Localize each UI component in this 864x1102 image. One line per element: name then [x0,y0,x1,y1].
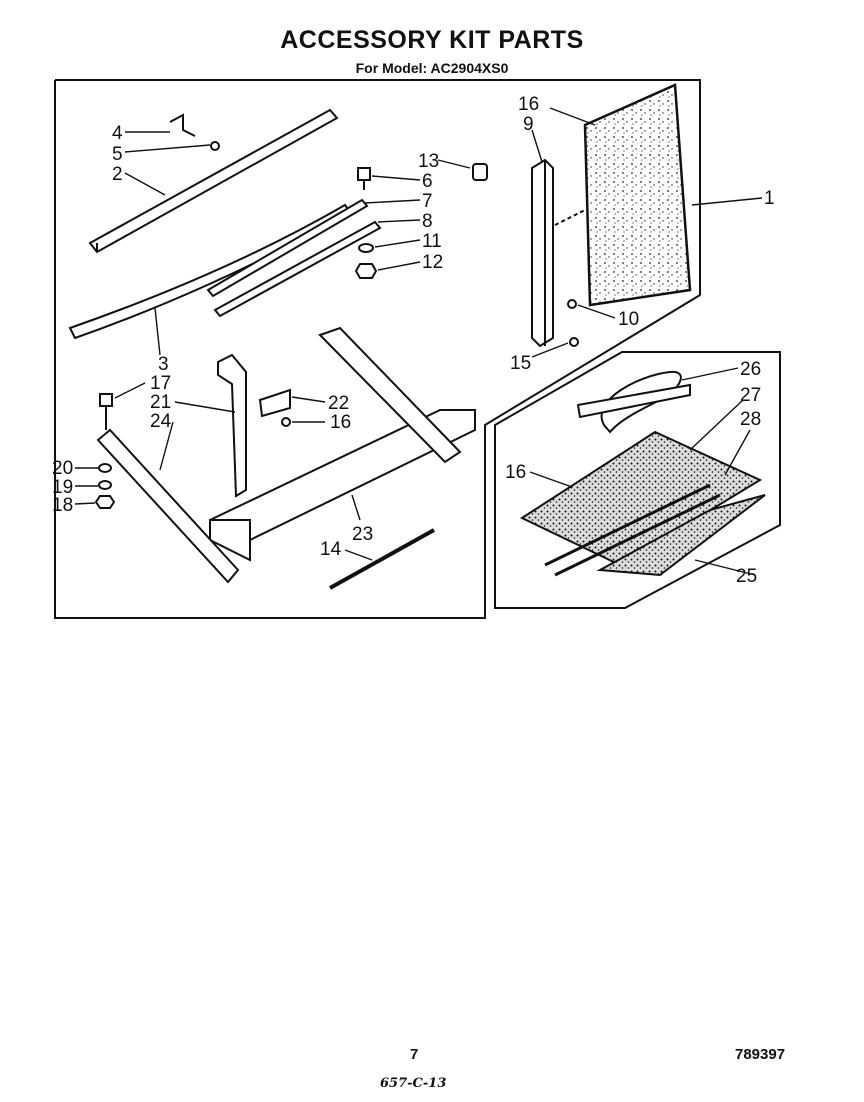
part-2-bar [88,108,339,254]
part-25-side-arm [96,428,240,584]
callout-12: 12 [422,252,443,273]
model-subtitle: For Model: AC2904XS0 [355,60,509,76]
callout-6: 6 [422,171,433,192]
callout-20: 19 [52,477,73,498]
part-8-strip [213,220,382,318]
callout-27: 26 [740,359,761,380]
part-21-washer [98,463,112,473]
callout-4: 4 [112,123,123,144]
part-20-washer [98,480,112,490]
part-19-nut [94,495,116,509]
callout-21: 20 [52,458,73,479]
part-16-panel [583,83,692,307]
callout-26: 25 [736,566,757,587]
part-24-side-arm [318,326,462,464]
part-23-clip [258,388,291,418]
callout-3: 3 [158,354,169,375]
callout-5: 5 [112,144,123,165]
callout-11: 11 [422,231,442,252]
callout-16a: 16 [518,94,539,115]
callout-24: 23 [352,524,373,545]
callout-17: 16 [330,412,351,433]
document-number: 789397 [735,1046,786,1063]
callout-19: 18 [52,495,73,516]
part-5-screw [210,141,220,151]
callout-7: 7 [422,191,433,212]
part-28-filter [519,430,763,567]
part-4-bracket [169,113,196,137]
callout-10: 10 [618,309,639,330]
callout-8: 8 [422,211,433,232]
part-11-washer [358,243,374,253]
filter-kit-border [494,351,781,609]
part-12-nut [354,263,378,279]
callout-9: 9 [523,114,534,135]
callout-18: 17 [150,373,171,394]
callout-1: 1 [764,188,775,209]
part-15-screw [569,337,579,347]
callout-16b: 16 [505,462,526,483]
part-14-rod [329,528,435,590]
callout-23: 22 [328,393,349,414]
main-kit-border [54,79,701,619]
callout-2: 2 [112,164,123,185]
part-17-screw [281,417,291,427]
part-27-strip [576,383,691,419]
part-6-screw [357,167,371,181]
callout-29: 28 [740,409,761,430]
callout-14: 14 [320,539,342,560]
page-title: ACCESSORY KIT PARTS [280,26,584,54]
part-18-bolt [99,393,113,407]
callout-28: 27 [740,385,761,406]
callout-15: 15 [510,353,531,374]
part-3-channel [68,203,352,340]
part-10-screw [567,299,577,309]
callout-13: 13 [418,151,439,172]
handwritten-note: 657-C-13 [380,1076,447,1091]
part-22-bracket [217,353,247,498]
callout-25: 24 [150,411,172,432]
page-number: 7 [410,1046,419,1063]
callout-22: 21 [150,392,171,413]
part-9-angle [531,158,554,348]
part-13-clip [472,163,488,181]
part-7-strip [206,198,369,298]
part-29-filter [596,494,766,577]
